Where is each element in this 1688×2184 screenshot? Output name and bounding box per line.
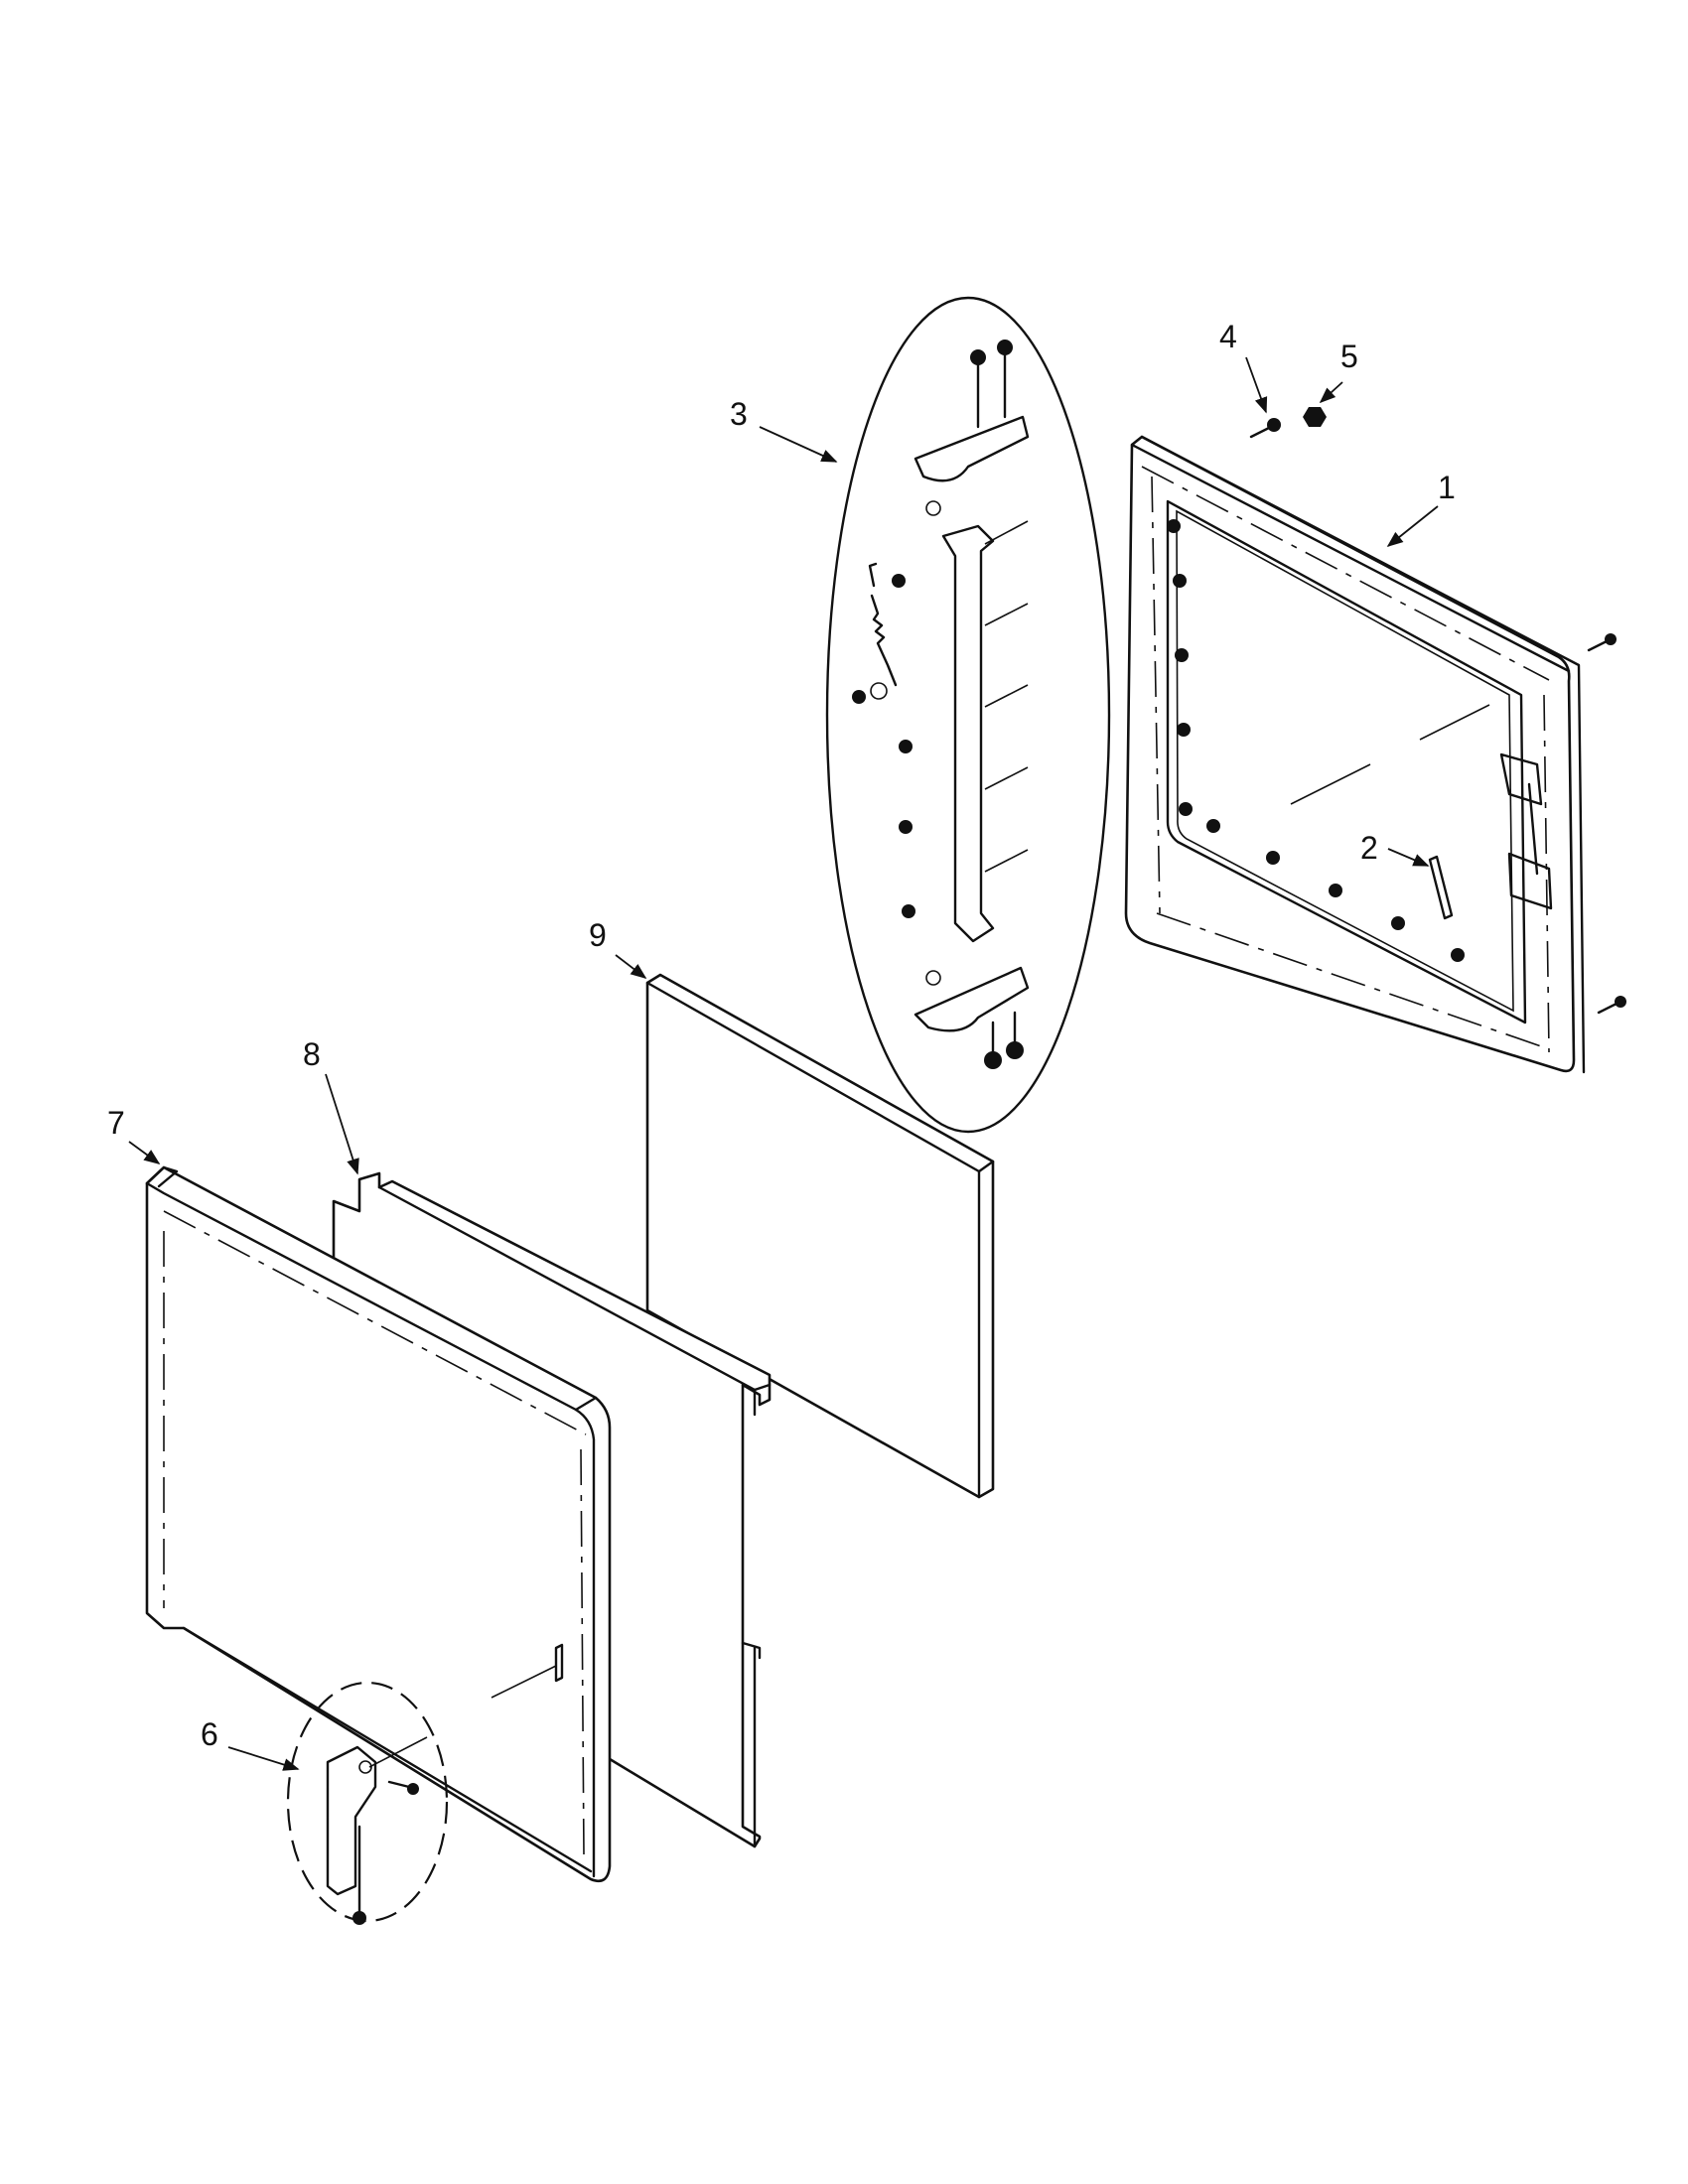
- part-1-door-frame: [1124, 435, 1626, 1074]
- part-9-insulation-panel: [645, 973, 995, 1499]
- callout-9: 9: [589, 917, 647, 979]
- callout-7: 7: [107, 1105, 161, 1164]
- callout-label-4: 4: [1219, 319, 1237, 354]
- callout-5: 5: [1319, 339, 1358, 404]
- part-6-handle-bracket: [286, 1681, 449, 1925]
- part-3-hinge-assembly: [825, 296, 1111, 1134]
- callout-4: 4: [1219, 319, 1268, 414]
- part-7-outer-door-panel: [145, 1165, 612, 1883]
- callout-label-2: 2: [1360, 830, 1378, 866]
- callout-label-8: 8: [303, 1036, 321, 1072]
- callout-label-6: 6: [201, 1716, 218, 1752]
- callout-label-7: 7: [107, 1105, 125, 1141]
- part-2-pin: [1428, 855, 1454, 920]
- callout-6: 6: [201, 1716, 300, 1771]
- callout-label-9: 9: [589, 917, 607, 953]
- part-5-nut: [1303, 407, 1327, 427]
- callout-label-5: 5: [1340, 339, 1358, 374]
- callout-3: 3: [730, 396, 838, 463]
- part-4-screw: [1249, 418, 1281, 439]
- callout-label-1: 1: [1438, 470, 1456, 505]
- callout-8: 8: [303, 1036, 359, 1175]
- callout-2: 2: [1360, 830, 1430, 867]
- callout-1: 1: [1386, 470, 1456, 548]
- callout-label-3: 3: [730, 396, 748, 432]
